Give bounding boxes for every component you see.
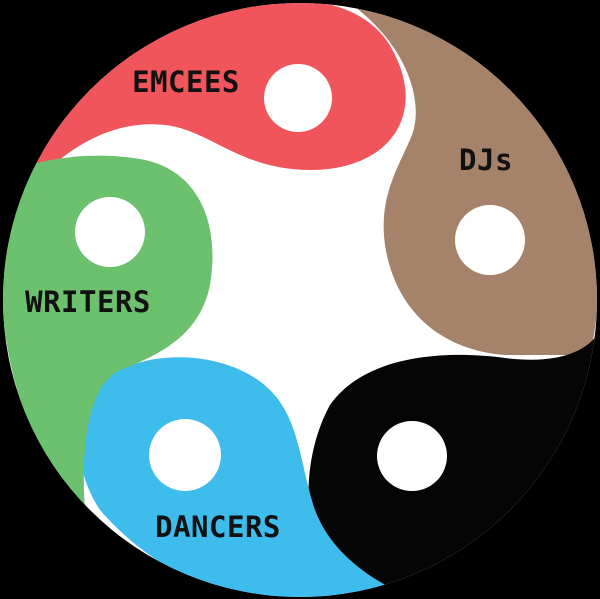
segment-djs (345, 3, 597, 355)
hole-djs (455, 205, 525, 275)
label-emcees: EMCEES (132, 65, 240, 99)
hole-dancers (149, 419, 221, 491)
label-writers: WRITERS (25, 285, 151, 319)
segment-black (308, 330, 597, 594)
hole-emcees (264, 64, 332, 132)
hole-black (377, 421, 447, 491)
label-dancers: DANCERS (155, 510, 281, 544)
segment-writers (3, 155, 213, 510)
segment-dancers (78, 357, 395, 597)
hole-writers (75, 197, 145, 267)
label-djs: DJs (459, 143, 513, 177)
